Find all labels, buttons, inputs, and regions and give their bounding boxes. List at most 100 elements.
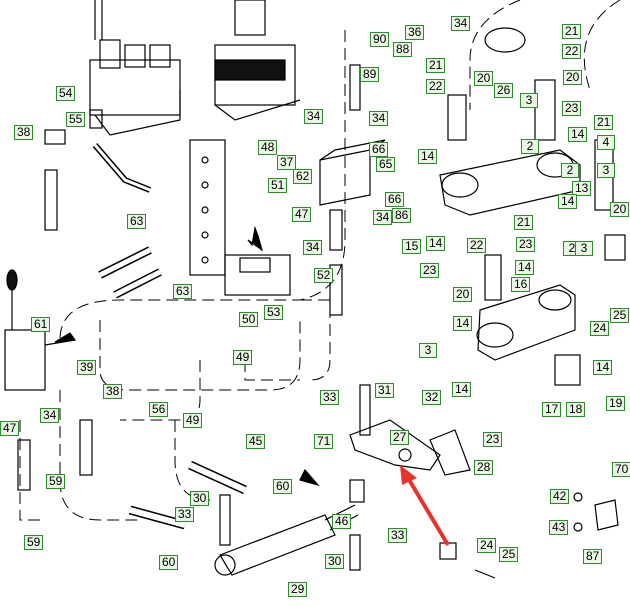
callout-label: 56: [149, 402, 169, 417]
callout-label: 55: [66, 112, 86, 127]
callout-label: 29: [288, 582, 308, 597]
callout-label: 33: [175, 507, 195, 522]
callout-label: 66: [385, 192, 405, 207]
callout-label: 52: [314, 268, 334, 283]
callout-label: 14: [593, 360, 613, 375]
callout-label: 59: [46, 474, 66, 489]
callout-label: 18: [566, 402, 586, 417]
callout-label: 26: [494, 83, 514, 98]
callout-label: 23: [516, 237, 536, 252]
callout-label: 23: [420, 263, 440, 278]
callout-label: 31: [375, 383, 395, 398]
callout-label: 14: [568, 127, 588, 142]
callout-label: 21: [426, 58, 446, 73]
bracket-hardware: [439, 492, 619, 579]
callout-label: 63: [173, 284, 193, 299]
callout-label: 38: [14, 125, 34, 140]
callout-label: 14: [453, 316, 473, 331]
callout-label: 39: [77, 360, 97, 375]
callout-label: 3: [419, 343, 437, 358]
callout-label: 20: [563, 70, 583, 85]
callout-label: 24: [590, 321, 610, 336]
manifold-block-top: [214, 0, 301, 121]
callout-label: 60: [159, 555, 179, 570]
direction-arrows: [54, 225, 320, 487]
callout-label: 28: [474, 460, 494, 475]
callout-label: 21: [562, 24, 582, 39]
callout-label: 50: [239, 312, 259, 327]
callout-label: 34: [451, 16, 471, 31]
callout-label: 2: [521, 139, 539, 154]
callout-label: 66: [369, 142, 389, 157]
callout-label: 70: [612, 462, 630, 477]
callout-label: 16: [511, 277, 531, 292]
callout-label: 62: [293, 169, 313, 184]
callout-label: 14: [452, 382, 472, 397]
callout-label: 24: [477, 538, 497, 553]
callout-label: 25: [499, 547, 519, 562]
callout-label: 87: [583, 549, 603, 564]
callout-label: 25: [610, 308, 630, 323]
callout-label: 34: [304, 109, 324, 124]
callout-label: 43: [549, 520, 569, 535]
callout-label: 21: [594, 115, 614, 130]
callout-label: 33: [388, 528, 408, 543]
callout-label: 63: [127, 214, 147, 229]
callout-label: 51: [268, 178, 288, 193]
lower-hoses: [128, 460, 361, 571]
callout-label: 88: [393, 42, 413, 57]
callout-label: 13: [572, 181, 592, 196]
callout-label: 3: [575, 241, 593, 256]
callout-label: 15: [402, 239, 422, 254]
callout-label: 53: [264, 305, 284, 320]
callout-label: 34: [373, 210, 393, 225]
red-pointer-arrow: [400, 465, 450, 547]
callout-label: 33: [320, 390, 340, 405]
callout-label: 45: [246, 434, 266, 449]
callout-label: 14: [558, 194, 578, 209]
callout-label: 23: [562, 101, 582, 116]
callout-label: 14: [515, 260, 535, 275]
callout-label: 90: [370, 32, 390, 47]
callout-label: 32: [422, 390, 442, 405]
callout-label: 22: [562, 44, 582, 59]
linkage-plate: [349, 384, 471, 476]
callout-label: 89: [360, 67, 380, 82]
callout-label: 38: [103, 384, 123, 399]
callout-label: 54: [56, 86, 76, 101]
callout-label: 14: [426, 236, 446, 251]
callout-label: 14: [418, 149, 438, 164]
callout-label: 60: [273, 479, 293, 494]
distribution-block: [189, 139, 226, 276]
callout-label: 27: [390, 430, 410, 445]
callout-label: 34: [303, 240, 323, 255]
callout-label: 47: [0, 421, 20, 436]
valve-bank-top: [89, 0, 181, 136]
callout-label: 3: [597, 163, 615, 178]
callout-label: 71: [314, 434, 334, 449]
callout-label: 65: [376, 157, 396, 172]
callout-label: 42: [550, 489, 570, 504]
callout-label: 22: [426, 79, 446, 94]
centre-block: [319, 64, 386, 316]
callout-label: 34: [369, 111, 389, 126]
callout-label: 20: [610, 202, 630, 217]
callout-label: 21: [514, 215, 534, 230]
callout-label: 34: [40, 408, 60, 423]
callout-label: 20: [474, 71, 494, 86]
callout-label: 17: [542, 402, 562, 417]
lower-arm: [476, 234, 626, 386]
left-hoses: [17, 109, 162, 491]
callout-label: 30: [190, 491, 210, 506]
callout-label: 36: [405, 25, 425, 40]
joystick-control-valve: [4, 269, 76, 391]
callout-label: 48: [258, 140, 278, 155]
callout-label: 4: [597, 135, 615, 150]
callout-label: 19: [606, 396, 626, 411]
callout-label: 37: [277, 155, 297, 170]
callout-label: 47: [292, 207, 312, 222]
callout-label: 59: [24, 535, 44, 550]
callout-label: 30: [325, 554, 345, 569]
